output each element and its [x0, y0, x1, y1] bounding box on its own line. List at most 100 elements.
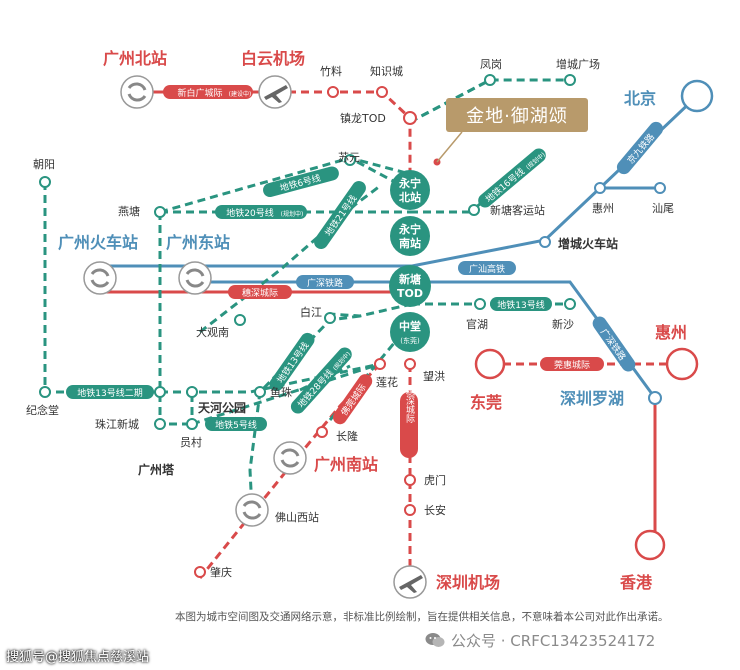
line-label-jingjiu: 京九铁路 — [616, 121, 664, 175]
label-daguannan: 大观南 — [196, 325, 229, 339]
label-zhaoqing: 肇庆 — [210, 565, 232, 579]
svg-text:广深铁路: 广深铁路 — [307, 277, 343, 289]
label-canton-tower: 广州塔 — [138, 462, 175, 477]
label-beijing: 北京 — [624, 89, 656, 108]
label-yantang: 燕塘 — [118, 204, 140, 218]
line-label-metro20: 地铁20号线 (规划中) — [215, 205, 307, 219]
label-chaoyang: 朝阳 — [33, 158, 55, 171]
line-label-foguan: 佛莞城际 — [332, 374, 373, 425]
wechat-account-text: 公众号 · CRFC13423524172 — [451, 632, 656, 650]
label-dongguan: 东莞 — [470, 393, 502, 412]
city-node-beijing[interactable] — [680, 79, 714, 113]
line-label-suishen: 穗深城际 — [228, 285, 292, 299]
label-xinsha: 新沙 — [552, 317, 574, 331]
label-guangzhou-north: 广州北站 — [103, 49, 167, 68]
svg-text:地铁5号线: 地铁5号线 — [215, 419, 257, 431]
svg-text:永宁: 永宁 — [398, 222, 421, 236]
svg-text:中堂: 中堂 — [399, 319, 421, 333]
rail-hub-icon[interactable] — [235, 493, 269, 527]
svg-text:南站: 南站 — [399, 236, 421, 250]
label-hongkong: 香港 — [619, 573, 653, 592]
line-label-metro21: 地铁21号线 — [314, 180, 366, 250]
line-label-xinbai: 新白广城际 (建设中) — [163, 85, 253, 99]
label-zengcheng-station: 增城火车站 — [558, 236, 618, 251]
label-zhujiang-newtown: 珠江新城 — [95, 417, 139, 431]
city-node-hongkong[interactable] — [634, 529, 666, 561]
rail-hub-icon[interactable] — [83, 261, 117, 295]
svg-text:穗深城际: 穗深城际 — [242, 287, 278, 299]
city-node-huizhou[interactable] — [665, 347, 699, 381]
line-label-metro6: 地铁6号线 — [263, 166, 339, 198]
label-guangzhou-station: 广州火车站 — [58, 233, 138, 252]
rail-hub-icon[interactable] — [178, 261, 212, 295]
label-huizhou: 惠州 — [655, 323, 687, 342]
svg-text:(规划中): (规划中) — [281, 210, 304, 218]
line-label-guangshan: 广汕高铁 — [458, 261, 516, 275]
label-baijiang: 白江 — [300, 305, 322, 319]
line-label-suishen-v: 穗深城际 — [400, 386, 418, 458]
line-label-guanhui: 莞惠城际 — [540, 357, 604, 371]
wechat-icon — [425, 633, 445, 647]
city-node-dongguan[interactable] — [474, 348, 506, 380]
label-yuzhu: 鱼珠 — [270, 385, 292, 399]
svg-text:广汕高铁: 广汕高铁 — [469, 263, 505, 275]
rail-hub-icon[interactable] — [273, 441, 307, 475]
label-wanghong: 望洪 — [423, 369, 445, 383]
label-zengcheng-plaza: 增城广场 — [556, 57, 600, 71]
label-changlong: 长隆 — [336, 429, 358, 443]
wechat-account: 公众号 · CRFC13423524172 — [425, 630, 655, 651]
hub-zhongtang[interactable]: 中堂 (东莞) — [390, 312, 430, 352]
svg-text:地铁16号线: 地铁16号线 — [483, 165, 527, 205]
svg-text:穗深城际: 穗深城际 — [404, 386, 415, 424]
label-zhishicheng: 知识城 — [370, 64, 403, 78]
line-label-metro16: 地铁16号线 (规划中) — [478, 148, 547, 208]
label-tianhe-park: 天河公园 — [198, 400, 246, 415]
svg-text:地铁20号线: 地铁20号线 — [226, 207, 273, 219]
label-yuancun: 员村 — [180, 435, 202, 449]
project-name-badge: 金地·御湖颂 — [446, 98, 588, 132]
line-label-metro13-phase2: 地铁13号线二期 — [66, 385, 154, 399]
label-guangzhou-east: 广州东站 — [166, 233, 230, 252]
label-guanhu: 官湖 — [466, 317, 488, 331]
hub-xintang-tod[interactable]: 新塘 TOD — [389, 265, 431, 307]
svg-text:(东莞): (东莞) — [400, 336, 420, 345]
label-humen: 虎门 — [424, 473, 446, 487]
rail-hub-icon[interactable] — [120, 75, 154, 109]
svg-text:(建设中): (建设中) — [229, 90, 252, 98]
label-xintang-bus: 新塘客运站 — [490, 203, 545, 217]
svg-text:地铁21号线: 地铁21号线 — [322, 193, 359, 239]
line-label-guangshen: 广深铁路 — [296, 275, 354, 289]
line-label-metro5: 地铁5号线 — [205, 417, 267, 431]
label-suyuan: 苏元 — [338, 151, 360, 164]
label-zhuliao: 竹料 — [320, 64, 342, 78]
svg-text:地铁13号线二期: 地铁13号线二期 — [77, 387, 142, 399]
sohu-watermark: 搜狐号@搜狐焦点慈溪站 — [6, 650, 150, 665]
label-huizhou-small: 惠州 — [592, 201, 614, 215]
hub-yongning-south[interactable]: 永宁 南站 — [390, 216, 430, 256]
disclaimer-text: 本图为城市空间图及交通网络示意，非标准比例绘制，旨在提供相关信息，不意味着本公司… — [175, 611, 669, 623]
project-pointer — [436, 131, 463, 163]
label-guangzhou-south: 广州南站 — [314, 455, 378, 474]
label-chang-an: 长安 — [424, 503, 446, 517]
station-dots — [39, 74, 666, 578]
label-lianhua: 莲花 — [376, 376, 398, 389]
label-jinianzang: 纪念堂 — [26, 403, 59, 417]
hub-yongning-north[interactable]: 永宁 北站 — [390, 170, 430, 210]
label-shanwei: 汕尾 — [652, 202, 674, 215]
label-shenzhen-luohu: 深圳罗湖 — [560, 389, 624, 408]
line-label-metro13: 地铁13号线 — [490, 297, 552, 311]
svg-text:地铁13号线: 地铁13号线 — [497, 299, 544, 311]
label-zhenlong-tod: 镇龙TOD — [340, 111, 386, 125]
svg-text:莞惠城际: 莞惠城际 — [554, 359, 590, 371]
svg-text:新白广城际: 新白广城际 — [177, 87, 222, 99]
svg-text:北站: 北站 — [399, 190, 421, 204]
airplane-icon[interactable] — [393, 565, 427, 599]
label-baiyun-airport: 白云机场 — [241, 49, 305, 68]
svg-text:TOD: TOD — [397, 287, 423, 300]
svg-text:永宁: 永宁 — [398, 176, 421, 190]
airplane-icon[interactable] — [258, 75, 292, 109]
label-foshan-west: 佛山西站 — [275, 510, 319, 524]
svg-text:新塘: 新塘 — [399, 272, 421, 286]
label-shenzhen-airport: 深圳机场 — [436, 573, 500, 592]
